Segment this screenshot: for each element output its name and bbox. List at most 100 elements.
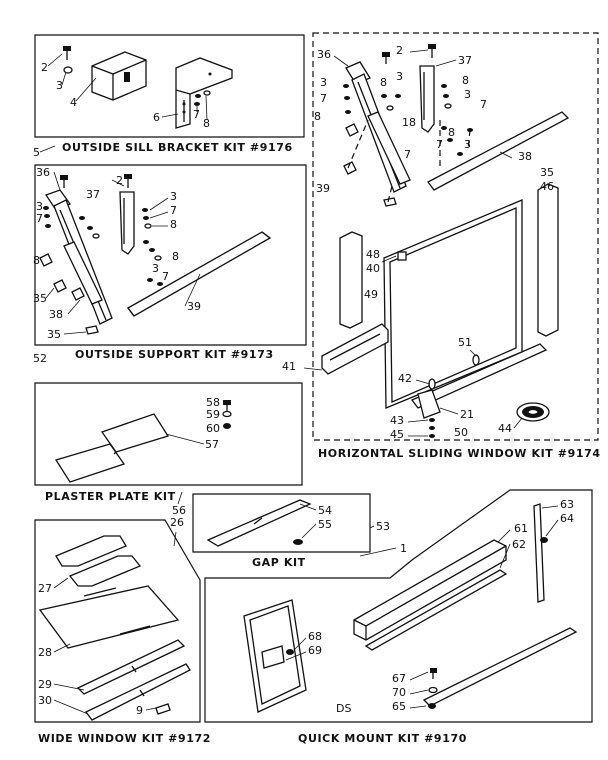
label-part: 59 — [206, 408, 220, 421]
label-part: 8 — [170, 218, 177, 231]
label-part: 3 — [464, 138, 471, 151]
label-part: 8 — [462, 74, 469, 87]
label-part: 7 — [36, 212, 43, 225]
label-part: 43 — [390, 414, 404, 427]
gap-strip — [206, 499, 312, 547]
label-part: 39 — [316, 182, 330, 195]
label-part: 55 — [318, 518, 332, 531]
wide-window-kit-title: WIDE WINDOW KIT #9172 — [38, 732, 211, 745]
label-part: 41 — [282, 360, 296, 373]
gap-kit-title: GAP KIT — [252, 556, 306, 569]
label-part: 3 — [152, 262, 159, 275]
quick-mount-kit-box — [204, 489, 593, 723]
label-part: 63 — [560, 498, 574, 511]
plaster-plate-parts — [54, 400, 232, 483]
screw — [63, 46, 71, 51]
plaster-plate-kit-box — [34, 382, 303, 486]
label-part: 3 — [170, 190, 177, 203]
quick-mount-rod — [533, 503, 545, 603]
label-part: 37 — [86, 188, 100, 201]
horizontal-window-parts — [321, 44, 570, 438]
quick-mount-labels: 1 61 62 63 64 68 69 67 70 65 — [285, 498, 574, 713]
plaster-plate-right — [100, 413, 170, 453]
label-part: 45 — [390, 428, 404, 441]
sill-bracket-labels: 2 3 4 5 6 7 8 — [33, 53, 210, 159]
support-strap — [119, 191, 135, 255]
label-part: 7 — [404, 148, 411, 161]
sill-bracket-parts — [63, 46, 233, 129]
support-lower-brace — [63, 241, 103, 305]
label-part: 28 — [38, 646, 52, 659]
hsw-side-trim — [537, 183, 559, 337]
label-part: 37 — [458, 54, 472, 67]
label-part: 70 — [392, 686, 406, 699]
sill-bracket-kit-title: OUTSIDE SILL BRACKET KIT #9176 — [62, 141, 293, 154]
label-part: 8 — [314, 110, 321, 123]
label-part: 38 — [518, 150, 532, 163]
outside-support-labels: 36 3 7 8 2 37 3 7 8 3 7 8 35 38 39 35 52 — [33, 166, 201, 365]
label-part: 64 — [560, 512, 574, 525]
gap-kit-labels: 54 55 53 — [299, 503, 390, 539]
label-part: 7 — [170, 204, 177, 217]
label-part: 2 — [396, 44, 403, 57]
label-part: 8 — [33, 254, 40, 267]
horizontal-window-kit-box — [312, 32, 599, 441]
label-part: 6 — [153, 111, 160, 124]
ds-stamp: DS — [336, 702, 351, 715]
quick-mount-kit-title: QUICK MOUNT KIT #9170 — [298, 732, 467, 745]
label-part: 8 — [203, 117, 210, 130]
label-part: 7 — [480, 98, 487, 111]
label-part: 3 — [464, 88, 471, 101]
outside-support-kit-box — [34, 164, 307, 346]
label-part: 7 — [193, 108, 200, 121]
label-part: 62 — [512, 538, 526, 551]
label-part: 3 — [36, 200, 43, 213]
label-part: 46 — [540, 180, 554, 193]
label-part: 35 — [540, 166, 554, 179]
label-part: 26 — [170, 516, 184, 529]
sill-angle-bracket — [175, 57, 233, 129]
label-part: 2 — [116, 174, 123, 187]
label-part: 3 — [396, 70, 403, 83]
label-part: 53 — [376, 520, 390, 533]
hsw-slide-channel — [321, 323, 389, 375]
hsw-sill-rail — [410, 343, 548, 409]
label-part: 8 — [380, 76, 387, 89]
hsw-lower-brace — [367, 111, 411, 185]
label-part: 35 — [33, 292, 47, 305]
label-part: 65 — [392, 700, 406, 713]
plaster-plate-left — [54, 443, 126, 483]
label-part: 4 — [70, 96, 77, 109]
gap-kit-parts — [206, 499, 312, 547]
label-part: 30 — [38, 694, 52, 707]
label-part: 44 — [498, 422, 512, 435]
label-part: 42 — [398, 372, 412, 385]
label-part: 7 — [162, 270, 169, 283]
label-part: 50 — [454, 426, 468, 439]
label-part: 51 — [458, 336, 472, 349]
label-part: 7 — [320, 92, 327, 105]
label-part: 52 — [33, 352, 47, 365]
horizontal-window-labels: 36 2 37 3 7 8 3 8 3 7 8 18 7 3 8 7 38 39… — [282, 44, 554, 441]
wide-window-gasket-lower — [68, 555, 142, 587]
label-part: 56 — [172, 504, 186, 517]
label-part: 49 — [364, 288, 378, 301]
outside-support-parts — [39, 174, 272, 335]
outside-support-kit-title: OUTSIDE SUPPORT KIT #9173 — [75, 348, 274, 361]
label-part: 68 — [308, 630, 322, 643]
label-part: 39 — [187, 300, 201, 313]
label-part: 36 — [317, 48, 331, 61]
sill-bracket-cover — [91, 51, 147, 101]
label-part: 9 — [136, 704, 143, 717]
wide-window-rail — [76, 639, 186, 695]
wide-window-panel — [38, 585, 180, 649]
label-part: 38 — [49, 308, 63, 321]
horizontal-window-kit-title: HORIZONTAL SLIDING WINDOW KIT #9174 — [318, 447, 601, 460]
label-part: 7 — [436, 138, 443, 151]
label-part: 35 — [47, 328, 61, 341]
quick-mount-strip — [364, 569, 508, 651]
label-part: 18 — [402, 116, 416, 129]
label-part: 29 — [38, 678, 52, 691]
plaster-plate-labels: 58 59 60 57 56 — [165, 396, 220, 517]
